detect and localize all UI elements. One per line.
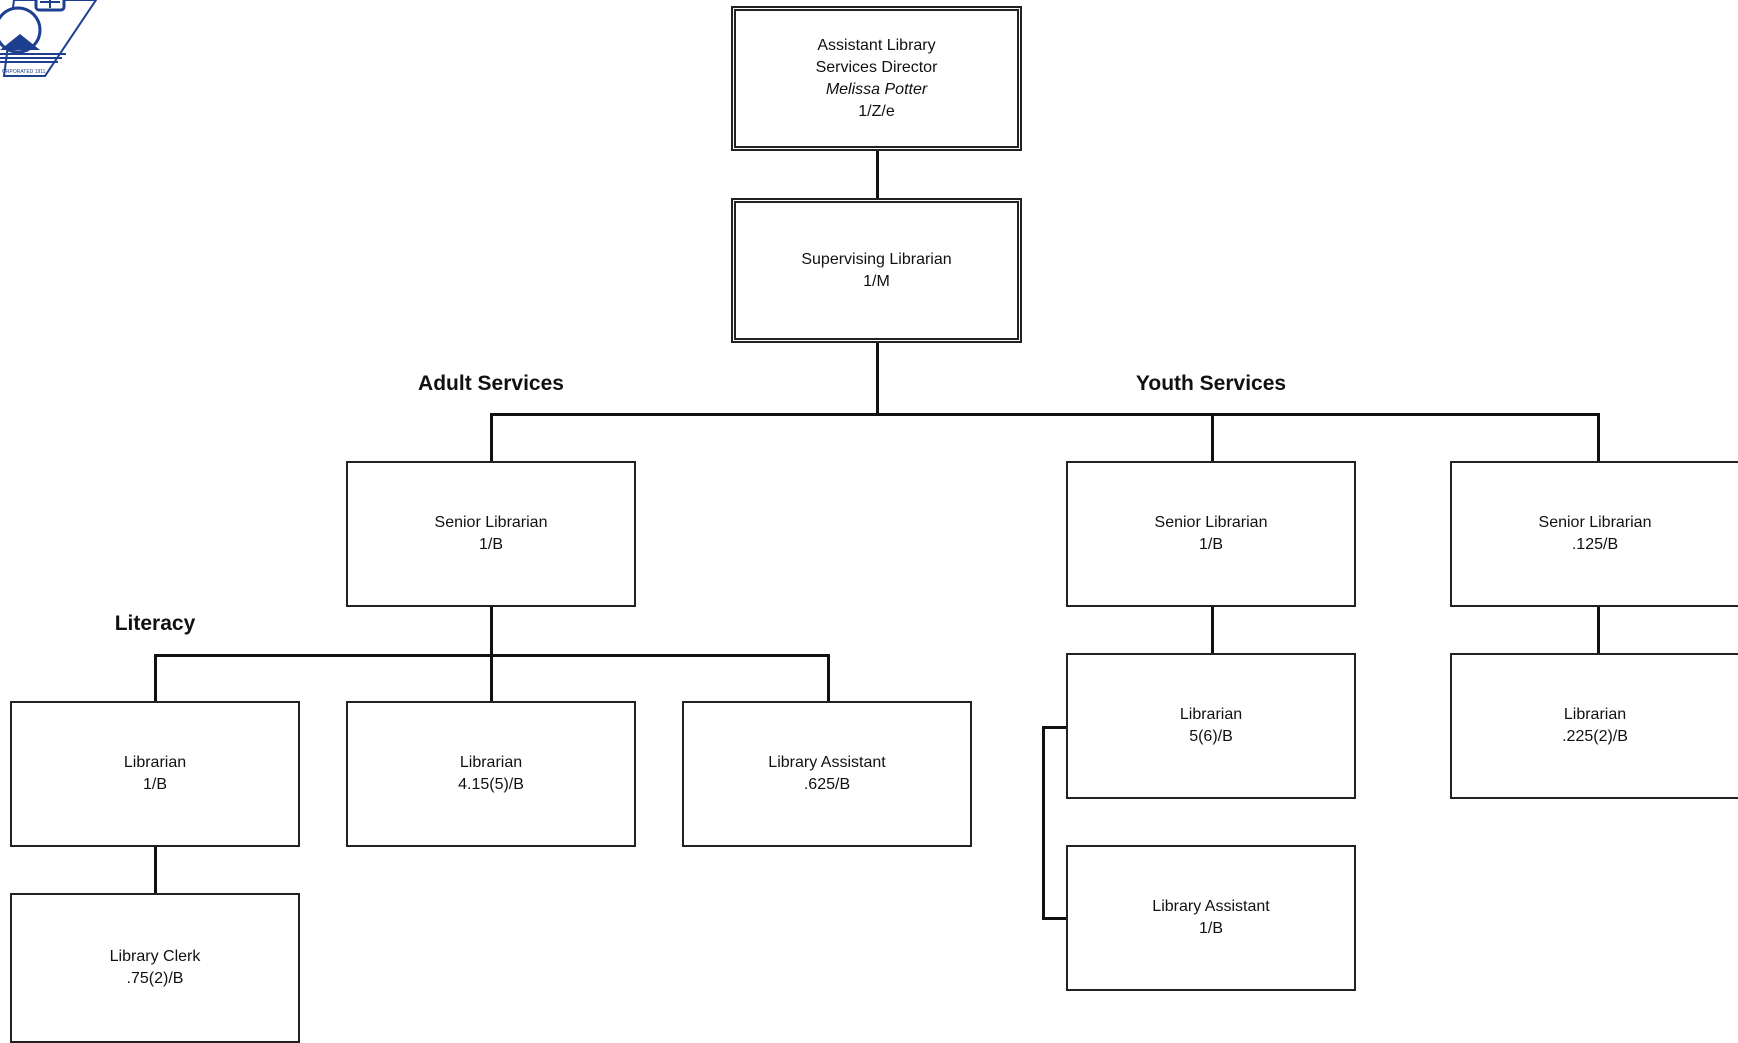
connector-literacy-librarian: [154, 654, 157, 704]
youth-senior-2-title: Senior Librarian: [1538, 514, 1652, 531]
adult-librarian-title: Librarian: [459, 754, 523, 771]
youth-assistant-title: Library Assistant: [1152, 898, 1270, 915]
connector-adult-bus: [154, 654, 830, 657]
youth-librarian-box-2: Librarian .225(2)/B: [1450, 653, 1738, 799]
director-name: Melissa Potter: [825, 80, 928, 98]
connector-director-supervisor: [876, 150, 879, 198]
literacy-clerk-title: Library Clerk: [109, 948, 201, 965]
youth-librarian-2-title: Librarian: [1563, 706, 1627, 723]
literacy-library-clerk-box: Library Clerk .75(2)/B: [10, 893, 300, 1043]
youth-senior-librarian-box-1: Senior Librarian 1/B: [1066, 461, 1356, 607]
literacy-librarian-code: 1/B: [142, 776, 167, 793]
connector-youth-senior-2: [1597, 413, 1600, 463]
literacy-librarian-box: Librarian 1/B: [10, 701, 300, 847]
supervisor-box: Supervising Librarian 1/M: [731, 198, 1022, 343]
adult-librarian-code: 4.15(5)/B: [458, 776, 524, 793]
connector-adult-assistant: [827, 654, 830, 704]
connector-main-bus: [490, 413, 1600, 416]
adult-senior-code: 1/B: [478, 536, 503, 553]
director-code: 1/Z/e: [858, 102, 895, 120]
supervisor-code: 1/M: [863, 272, 890, 290]
supervisor-title: Supervising Librarian: [801, 250, 952, 268]
director-title-line1: Assistant Library: [817, 36, 936, 54]
connector-youth-senior-2-librarian: [1597, 607, 1600, 657]
connector-youth-senior-1: [1211, 413, 1214, 463]
adult-assistant-code: .625/B: [803, 776, 851, 793]
connector-youth-side-bottom: [1042, 917, 1069, 920]
connector-youth-side-top: [1042, 726, 1069, 729]
adult-senior-librarian-box: Senior Librarian 1/B: [346, 461, 636, 607]
youth-librarian-box: Librarian 5(6)/B: [1066, 653, 1356, 799]
connector-youth-side-vertical: [1042, 726, 1045, 920]
youth-senior-1-code: 1/B: [1198, 536, 1223, 553]
youth-assistant-code: 1/B: [1198, 920, 1223, 937]
city-seal-logo: ORPORATED 1911: [0, 0, 98, 77]
connector-literacy-clerk: [154, 847, 157, 897]
youth-senior-1-title: Senior Librarian: [1154, 514, 1268, 531]
literacy-librarian-title: Librarian: [123, 754, 187, 771]
literacy-heading: Literacy: [114, 612, 196, 635]
youth-librarian-2-code: .225(2)/B: [1562, 728, 1628, 745]
svg-text:ORPORATED 1911: ORPORATED 1911: [2, 69, 46, 75]
connector-adult-senior: [490, 413, 493, 463]
connector-supervisor-bus: [876, 342, 879, 415]
adult-library-assistant-box: Library Assistant .625/B: [682, 701, 972, 847]
youth-librarian-title: Librarian: [1179, 706, 1243, 723]
adult-assistant-title: Library Assistant: [768, 754, 886, 771]
youth-librarian-code: 5(6)/B: [1189, 728, 1233, 745]
connector-youth-senior-librarian: [1211, 607, 1214, 657]
director-title-line2: Services Director: [815, 58, 938, 76]
director-box: Assistant Library Services Director Meli…: [731, 6, 1022, 151]
adult-services-heading: Adult Services: [418, 372, 564, 395]
adult-senior-title: Senior Librarian: [434, 514, 548, 531]
adult-librarian-box: Librarian 4.15(5)/B: [346, 701, 636, 847]
youth-senior-librarian-box-2: Senior Librarian .125/B: [1450, 461, 1738, 607]
literacy-clerk-code: .75(2)/B: [126, 970, 184, 987]
youth-senior-2-code: .125/B: [1571, 536, 1619, 553]
youth-services-heading: Youth Services: [1135, 372, 1287, 395]
youth-library-assistant-box: Library Assistant 1/B: [1066, 845, 1356, 991]
